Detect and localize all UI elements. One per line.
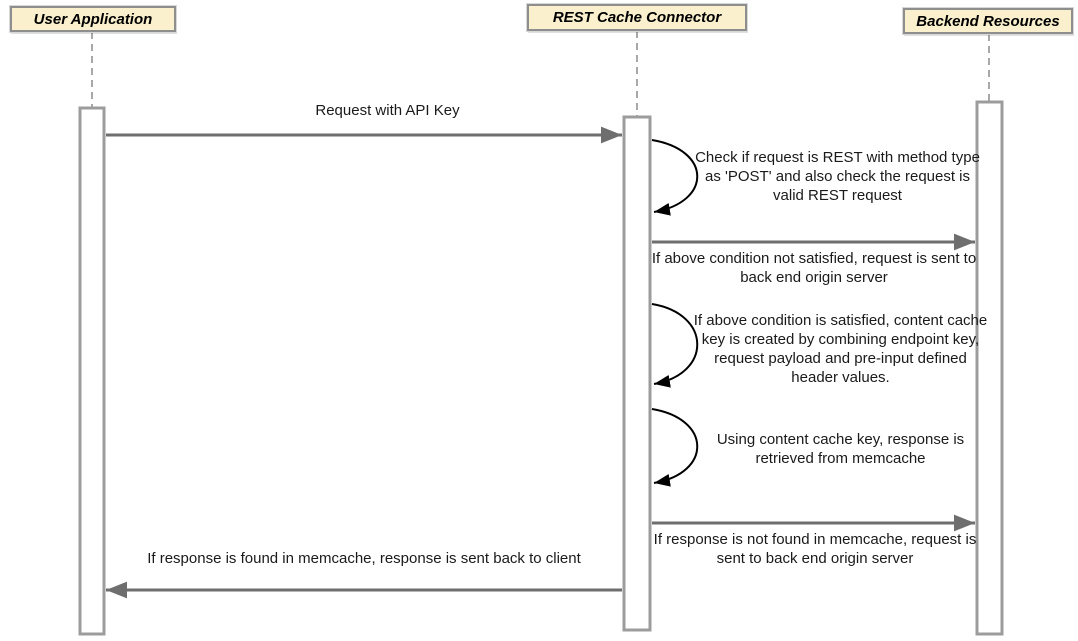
message-label-check-request: Check if request is REST with method typ… xyxy=(695,149,980,204)
actor-rest-cache-connector-label: REST Cache Connector xyxy=(552,9,722,26)
self-loop-create-cache-key xyxy=(651,303,699,388)
self-loop-check-request xyxy=(651,139,699,216)
message-label-response-not-found: If response is not found in memcache, re… xyxy=(653,531,977,567)
actor-backend-resources-label: Backend Resources xyxy=(916,12,1060,30)
self-loop-retrieve-from-memcache xyxy=(651,408,699,487)
actor-rest-cache-connector: REST Cache Connector xyxy=(527,4,747,31)
message-label-create-cache-key: If above condition is satisfied, content… xyxy=(693,312,988,386)
actor-user-application: User Application xyxy=(10,6,176,32)
message-label-condition-not-satisfied: If above condition not satisfied, reques… xyxy=(651,250,977,286)
activation-bar-rest-cache-connector xyxy=(622,115,652,632)
activation-bar-backend-resources xyxy=(975,100,1004,636)
message-label-request-with-api-key: Request with API Key xyxy=(315,102,460,119)
activation-bar-user-application xyxy=(78,106,106,636)
actor-backend-resources: Backend Resources xyxy=(903,8,1073,34)
message-label-response-found: If response is found in memcache, respon… xyxy=(147,550,581,567)
actor-user-application-label: User Application xyxy=(33,10,153,28)
message-label-retrieve-from-memcache: Using content cache key, response is ret… xyxy=(716,431,965,467)
